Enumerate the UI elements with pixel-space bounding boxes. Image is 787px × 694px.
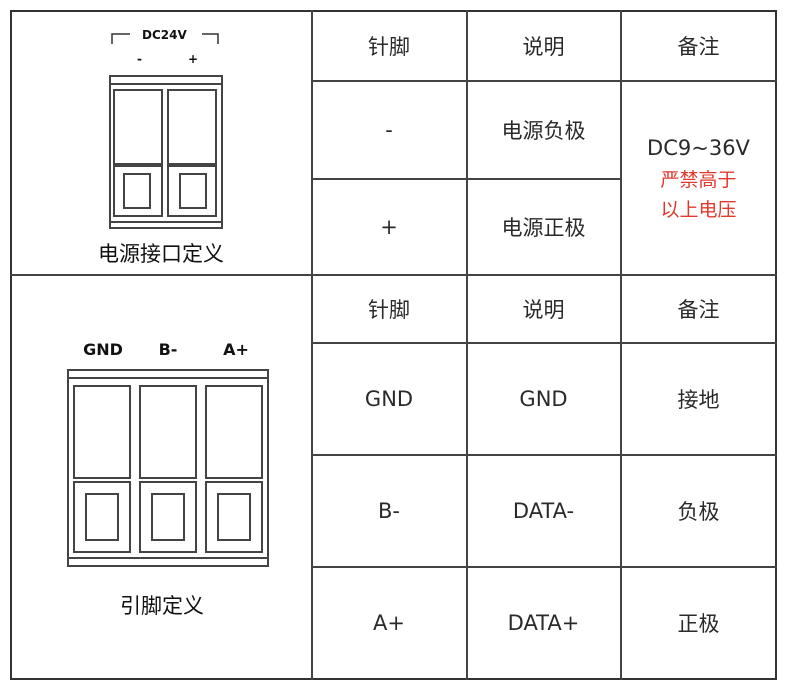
pin-label-a-plus: A+ [223, 340, 249, 359]
power-caption: 电源接口定义 [98, 242, 224, 266]
grid-line [311, 10, 313, 680]
signal-pin-b-minus: B- [378, 499, 400, 523]
signal-pin-gnd: GND [364, 387, 414, 411]
signal-desc-gnd: GND [519, 387, 568, 411]
power-desc-negative: 电源负极 [501, 119, 586, 143]
signal-pin-a-plus: A+ [373, 611, 405, 635]
header-note: 备注 [677, 298, 720, 322]
header-pin: 针脚 [368, 298, 410, 322]
power-pin-minus: - [385, 118, 393, 142]
voltage-warning-line1: 严禁高于 [660, 169, 737, 191]
power-pin-plus: + [380, 215, 398, 239]
voltage-warning-line2: 以上电压 [660, 199, 737, 221]
header-description: 说明 [522, 35, 565, 59]
signal-note-positive: 正极 [677, 612, 720, 636]
pin-definition-table [10, 10, 777, 680]
pin-label-b-minus: B- [158, 340, 178, 359]
grid-line [311, 566, 777, 568]
signal-note-ground: 接地 [677, 388, 720, 412]
plus-terminal-label: + [188, 52, 199, 66]
grid-line [620, 10, 622, 680]
header-note: 备注 [677, 35, 720, 59]
grid-line [466, 10, 468, 680]
pin-label-gnd: GND [83, 340, 123, 359]
grid-line [311, 342, 777, 344]
minus-terminal-label: - [137, 52, 142, 66]
power-connector-icon [109, 33, 223, 229]
signal-desc-data-minus: DATA- [512, 499, 575, 523]
grid-line [311, 454, 777, 456]
power-voltage-note: DC9~36V 严禁高于 以上电压 [621, 82, 776, 274]
grid-line [10, 274, 777, 276]
signal-desc-data-plus: DATA+ [507, 611, 580, 635]
dc-voltage-label: DC24V [142, 28, 187, 42]
power-desc-positive: 电源正极 [501, 216, 586, 240]
signal-caption: 引脚定义 [120, 594, 204, 618]
grid-line [311, 178, 622, 180]
signal-connector-icon [67, 369, 269, 567]
signal-note-negative: 负极 [677, 500, 720, 524]
header-pin: 针脚 [368, 35, 410, 59]
voltage-range: DC9~36V [647, 136, 750, 160]
grid-line [311, 80, 777, 82]
header-description: 说明 [522, 298, 565, 322]
